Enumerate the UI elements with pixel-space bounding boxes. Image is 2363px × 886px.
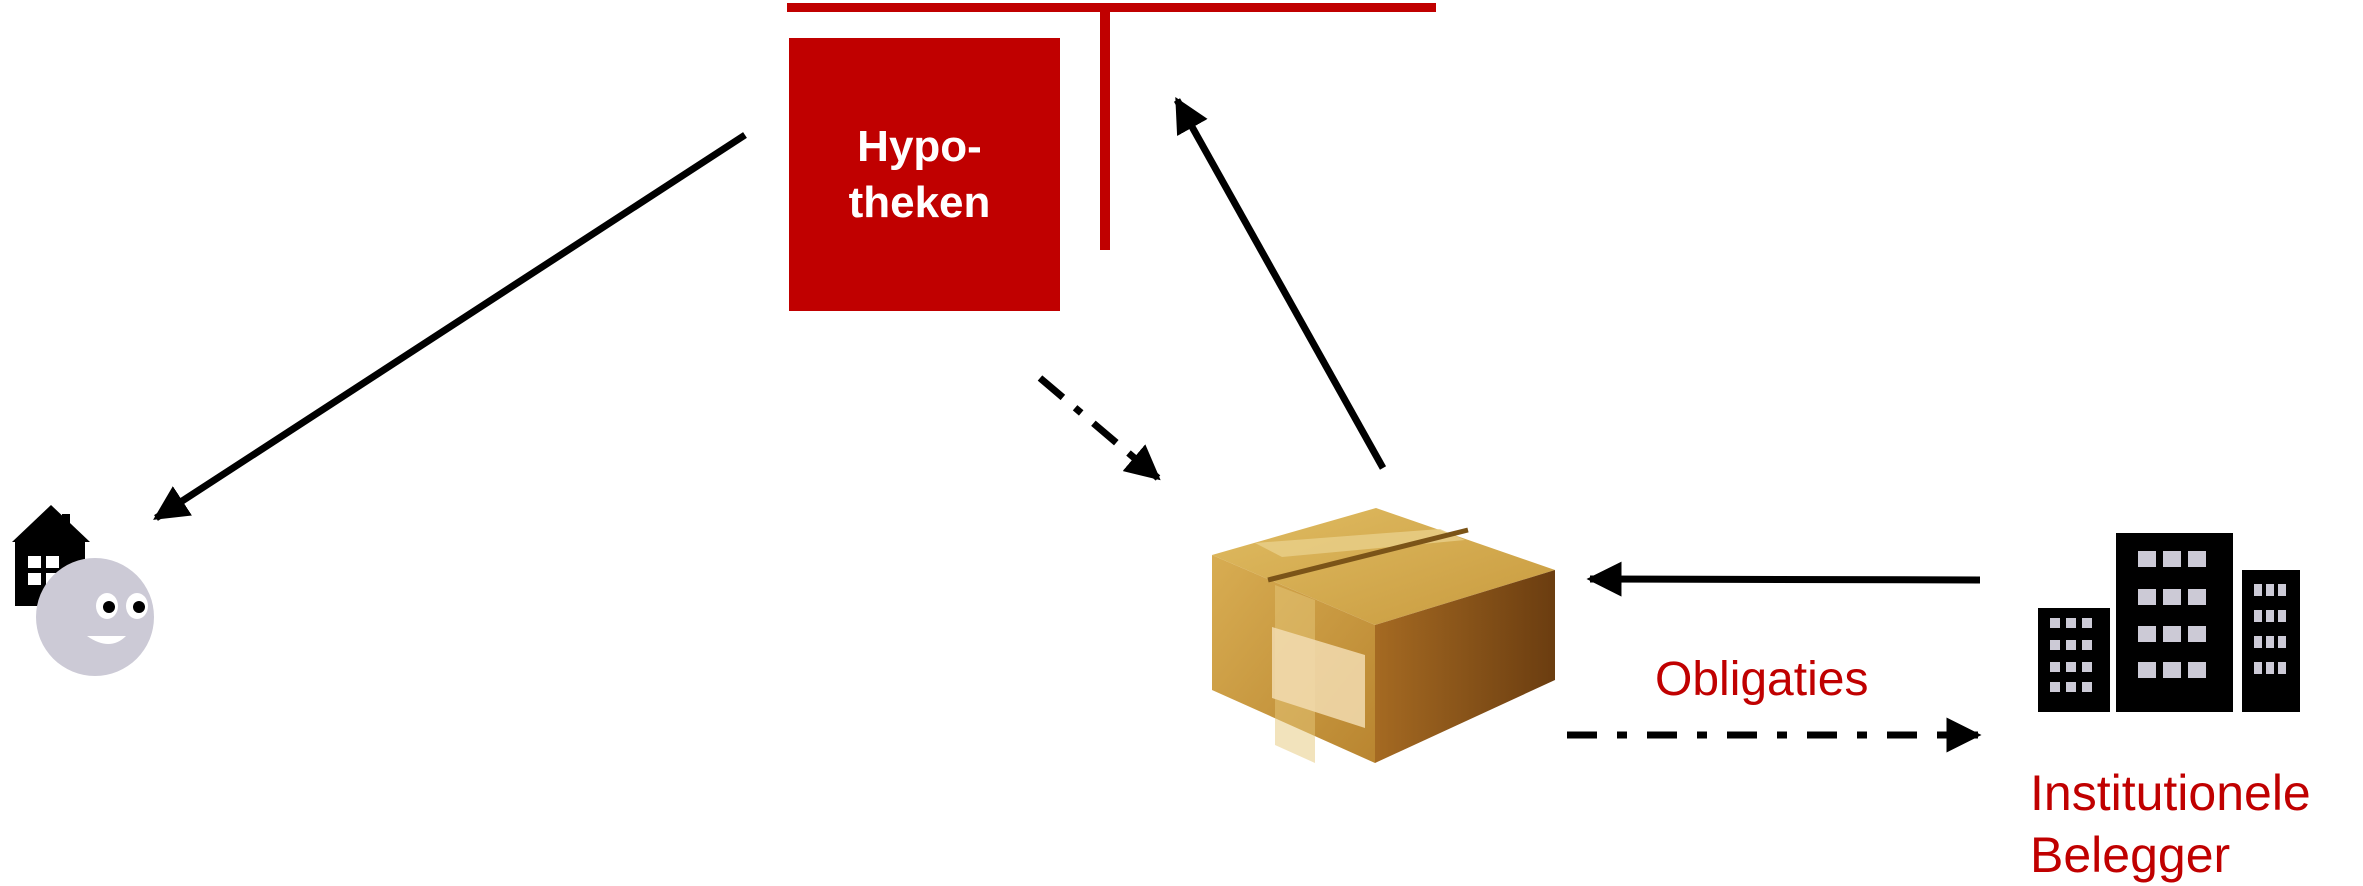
investor-label-line2: Belegger <box>2030 824 2311 886</box>
bonds-label: Obligaties <box>1655 652 1868 707</box>
cardboard-box-icon <box>1212 508 1555 763</box>
institutional-investor-label: Institutionele Belegger <box>2030 762 2311 886</box>
investor-label-line1: Institutionele <box>2030 762 2311 824</box>
mortgages-label-line1: Hypo- <box>857 119 982 175</box>
person-face-icon <box>36 558 154 676</box>
mortgages-label-line2: theken <box>849 175 991 231</box>
arrow-mortgages-into-box <box>1040 378 1158 478</box>
arrow-mortgage-to-homeowner <box>156 135 745 518</box>
mortgages-box: Hypo- theken <box>789 38 1060 311</box>
arrow-box-to-bank <box>1177 100 1383 468</box>
arrow-investor-to-box <box>1590 579 1980 580</box>
office-buildings-icon <box>2038 533 2300 712</box>
